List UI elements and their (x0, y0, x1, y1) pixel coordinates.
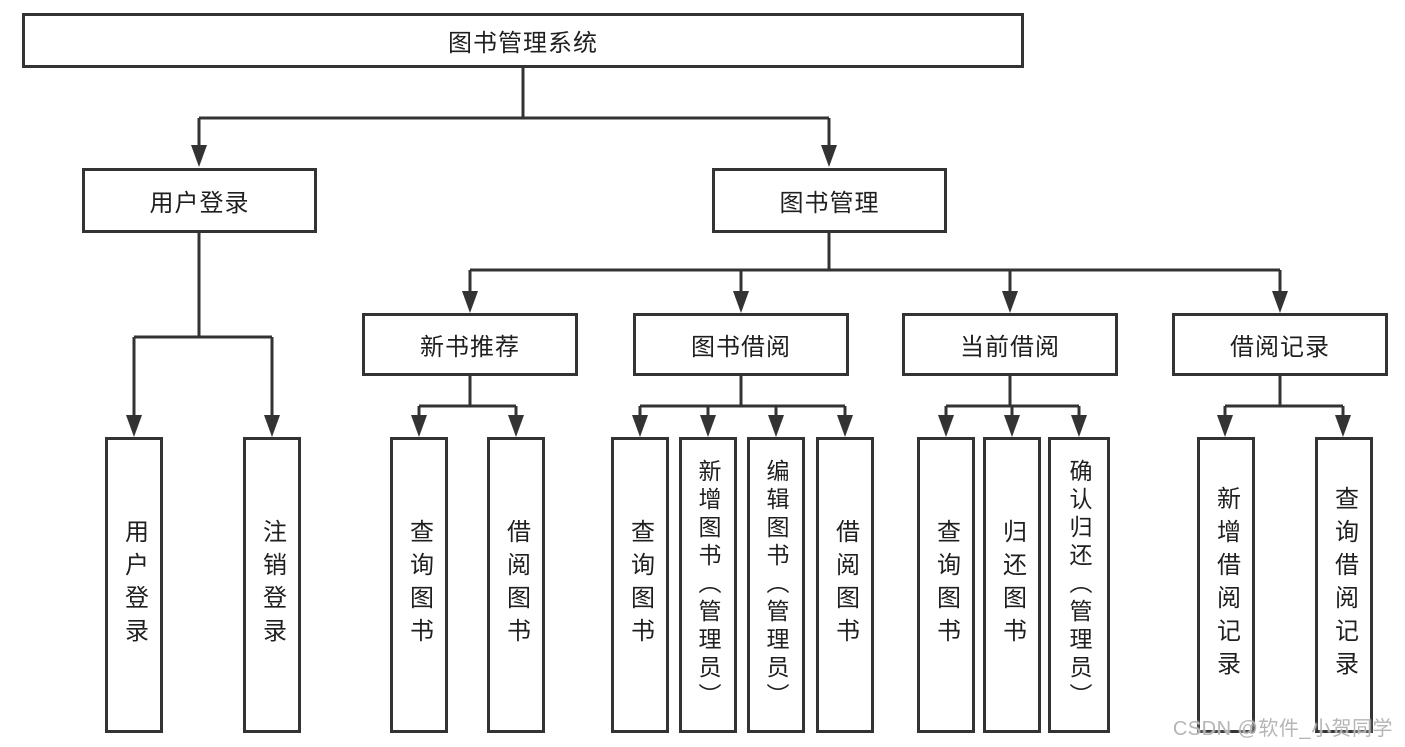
leaf-user-login: 用户登录 (105, 437, 163, 733)
node-library-system-label: 图书管理系统 (448, 30, 598, 57)
leaf-return-books-label: 归还图书 (998, 519, 1026, 651)
node-library-system: 图书管理系统 (22, 13, 1024, 68)
leaf-logout-label: 注销登录 (258, 519, 286, 651)
leaf-confirm-return-admin: 确认归还（管理员） (1048, 437, 1110, 733)
watermark: CSDN @软件_小贺同学 (1172, 718, 1393, 740)
node-user-login-label: 用户登录 (149, 190, 250, 217)
leaf-confirm-return-admin-label: 确认归还（管理员） (1066, 459, 1092, 711)
node-current-borrow: 当前借阅 (902, 313, 1118, 376)
arrowheads (126, 145, 1351, 437)
leaf-query-books-borrow: 查询图书 (611, 437, 669, 733)
leaf-borrow-books-label: 借阅图书 (831, 519, 859, 651)
leaf-return-books: 归还图书 (983, 437, 1041, 733)
leaf-borrow-books: 借阅图书 (816, 437, 874, 733)
leaf-borrow-books-recommend: 借阅图书 (487, 437, 545, 733)
node-book-management-label: 图书管理 (779, 190, 880, 217)
leaf-logout: 注销登录 (243, 437, 301, 733)
node-book-borrow-label: 图书借阅 (691, 334, 791, 361)
leaf-user-login-label: 用户登录 (120, 519, 148, 651)
node-book-management: 图书管理 (712, 168, 947, 233)
leaf-add-borrow-record-label: 新增借阅记录 (1212, 486, 1240, 684)
node-borrow-records-label: 借阅记录 (1230, 334, 1330, 361)
leaf-query-borrow-record: 查询借阅记录 (1315, 437, 1373, 733)
node-user-login: 用户登录 (82, 168, 317, 233)
leaf-edit-books-admin: 编辑图书（管理员） (747, 437, 805, 733)
node-new-book-recommend: 新书推荐 (362, 313, 578, 376)
leaf-query-books-recommend: 查询图书 (390, 437, 448, 733)
leaf-add-books-admin-label: 新增图书（管理员） (695, 459, 721, 711)
leaf-query-books-recommend-label: 查询图书 (405, 519, 433, 651)
leaf-add-books-admin: 新增图书（管理员） (679, 437, 737, 733)
node-book-borrow: 图书借阅 (633, 313, 849, 376)
leaf-edit-books-admin-label: 编辑图书（管理员） (763, 459, 789, 711)
leaf-query-books-borrow-label: 查询图书 (626, 519, 654, 651)
leaf-borrow-books-recommend-label: 借阅图书 (502, 519, 530, 651)
leaf-add-borrow-record: 新增借阅记录 (1197, 437, 1255, 733)
node-new-book-recommend-label: 新书推荐 (420, 334, 520, 361)
node-borrow-records: 借阅记录 (1172, 313, 1388, 376)
leaf-query-borrow-record-label: 查询借阅记录 (1330, 486, 1358, 684)
leaf-query-books-current-label: 查询图书 (932, 519, 960, 651)
leaf-query-books-current: 查询图书 (917, 437, 975, 733)
node-current-borrow-label: 当前借阅 (960, 334, 1060, 361)
